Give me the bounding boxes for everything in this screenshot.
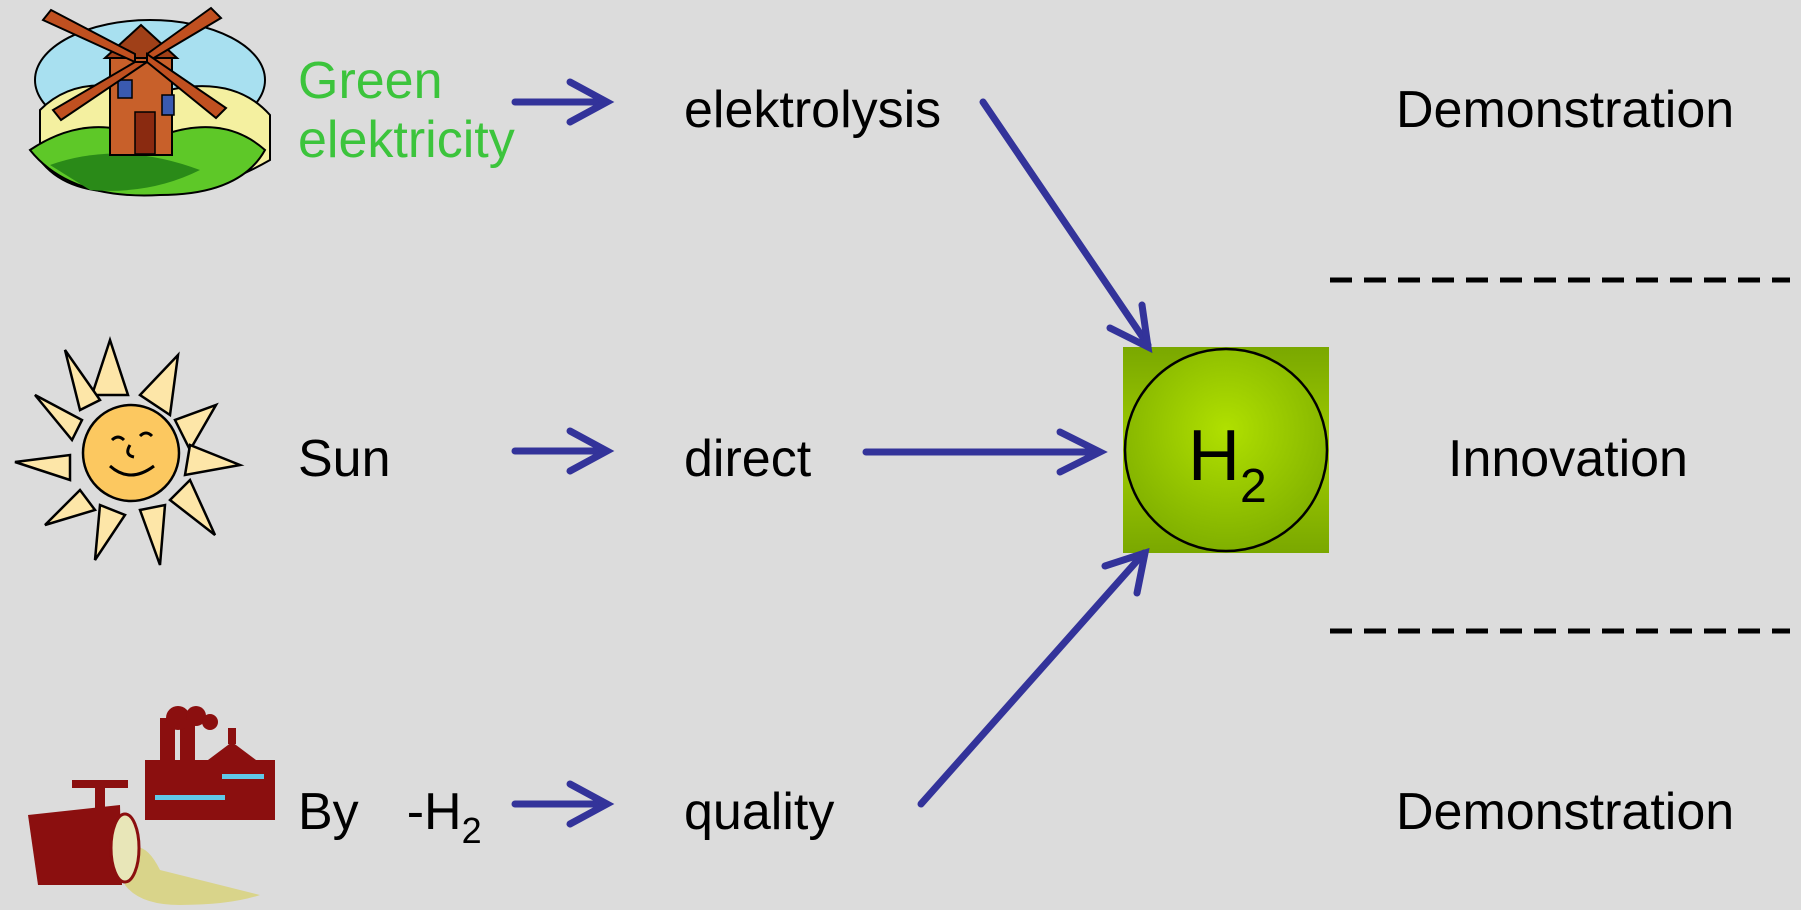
arrow-row1 xyxy=(511,78,615,126)
source-by-h2: By -H2 xyxy=(298,786,482,849)
method-quality: quality xyxy=(684,783,835,841)
source-by-label: By xyxy=(298,783,359,841)
hub-label: H2 xyxy=(1188,420,1267,511)
stage-bottom: Demonstration xyxy=(1396,783,1735,841)
arrow-row3 xyxy=(511,780,615,828)
source-sun: Sun xyxy=(298,430,391,488)
arrow-elektrolysis-to-hub xyxy=(979,98,1153,354)
stage-middle: Innovation xyxy=(1448,430,1688,488)
hub-label-main: H xyxy=(1188,416,1240,496)
factory-icon xyxy=(28,706,275,905)
sun-icon xyxy=(14,335,245,566)
arrow-row2 xyxy=(511,427,615,475)
windmill-icon xyxy=(28,6,271,197)
arrow-direct-to-hub xyxy=(862,428,1108,476)
method-direct: direct xyxy=(684,430,812,488)
hub-circle xyxy=(1123,347,1329,553)
hub-label-subscript: 2 xyxy=(1240,460,1267,513)
source-h2-subscript: 2 xyxy=(461,810,482,851)
source-green-elektricity: Green elektricity xyxy=(298,52,515,169)
stage-top: Demonstration xyxy=(1396,81,1735,139)
source-h-label: -H xyxy=(406,783,462,841)
method-elektrolysis: elektrolysis xyxy=(684,81,942,139)
arrow-quality-to-hub xyxy=(917,547,1150,808)
